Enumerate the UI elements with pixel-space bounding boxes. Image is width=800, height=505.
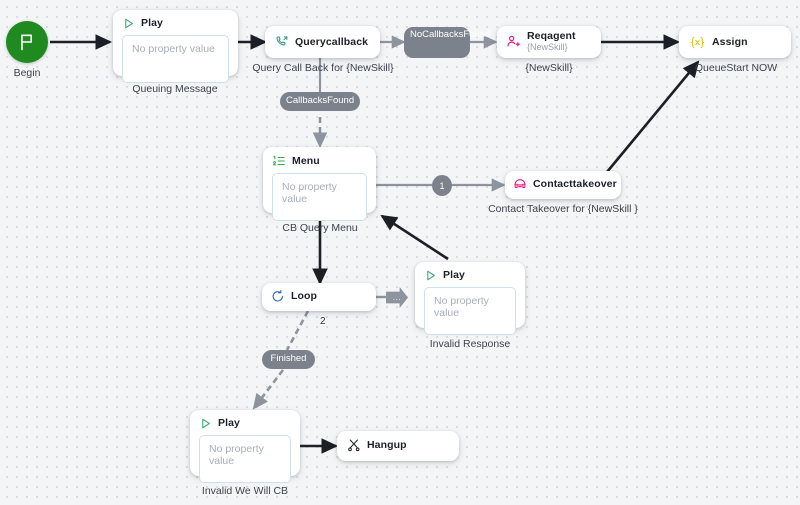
node-header: Reqagent {NewSkill} [497, 26, 601, 56]
node-title: Assign [712, 36, 748, 49]
node-header: Hangup [337, 431, 459, 459]
node-header: Querycallback [265, 26, 380, 58]
property-field[interactable]: No property value [122, 35, 229, 83]
node-reqagent[interactable]: Reqagent {NewSkill} [497, 26, 601, 58]
node-title: Querycallback [295, 35, 369, 48]
property-placeholder: No property value [282, 181, 337, 205]
node-title: Play [141, 17, 163, 30]
edge-loop-to-finished [285, 310, 310, 351]
node-hangup[interactable]: Hangup [337, 431, 459, 461]
node-title: Contacttakeover [533, 177, 617, 190]
play-icon [122, 17, 135, 30]
node-subtitle: {NewSkill} [527, 42, 568, 53]
property-field[interactable]: No property value [272, 173, 367, 221]
badge-loop-more[interactable]: ... [386, 287, 408, 308]
numbered-list-icon [272, 154, 286, 168]
headset-icon [513, 177, 527, 191]
caption-contacttakeover: Contact Takeover for {NewSkill } [488, 203, 638, 215]
property-placeholder: No property value [434, 295, 489, 319]
property-placeholder: No property value [209, 443, 264, 467]
node-contacttakeover[interactable]: Contacttakeover [505, 171, 621, 199]
caption-invalid-we-will-cb: Invalid We Will CB [201, 485, 289, 497]
caption-cb-query-menu: CB Query Menu [282, 222, 358, 234]
hangup-scissors-icon [347, 438, 361, 452]
node-title: Play [218, 417, 240, 430]
play-icon [424, 269, 437, 282]
node-header: Play [190, 410, 300, 435]
caption-queuing-message: Queuing Message [132, 83, 218, 95]
node-header: Play [415, 262, 525, 287]
person-plus-icon [506, 34, 521, 49]
edge-contacttakeover-to-assign [605, 60, 700, 173]
caption-begin: Begin [13, 67, 41, 79]
edge-invalid-response-to-menu [380, 214, 449, 261]
braces-x-icon [689, 35, 706, 50]
property-placeholder: No property value [132, 43, 215, 55]
badge-no-callbacks-found[interactable]: NoCallbacksFound [404, 27, 490, 58]
loop-arrow-icon [271, 289, 285, 303]
node-header: Loop [262, 283, 376, 309]
badge-finished[interactable]: Finished [262, 350, 315, 369]
node-invalid-response[interactable]: Play No property value [415, 262, 525, 335]
node-header: Contacttakeover [505, 171, 621, 197]
node-header: Play [113, 10, 238, 35]
edge-label-loop-count: 2 [320, 316, 326, 327]
node-header: Assign [679, 26, 791, 59]
node-invalid-we-will-cb[interactable]: Play No property value [190, 410, 300, 483]
property-field[interactable]: No property value [199, 435, 291, 483]
caption-assign: QueueStart NOW [694, 62, 778, 74]
caption-reqagent: {NewSkill} [525, 62, 573, 74]
node-assign[interactable]: Assign [679, 26, 791, 58]
property-field[interactable]: No property value [424, 287, 516, 335]
badge-callbacks-found[interactable]: CallbacksFound [280, 92, 360, 111]
caption-invalid-response: Invalid Response [429, 338, 511, 350]
badge-menu-option-one[interactable]: 1 [432, 175, 452, 196]
node-header: Menu [263, 147, 376, 173]
node-begin[interactable] [6, 21, 48, 63]
caption-querycallback: Query Call Back for {NewSkill} [252, 62, 394, 74]
node-title: Menu [292, 154, 320, 167]
node-title: Reqagent [527, 30, 576, 42]
edge-finished-to-invalid-cb [252, 369, 285, 410]
node-cb-query-menu[interactable]: Menu No property value [263, 147, 376, 221]
node-title: Loop [291, 289, 318, 302]
flag-icon [17, 32, 37, 52]
node-queuing-message[interactable]: Play No property value [113, 10, 238, 83]
node-loop[interactable]: Loop [262, 283, 376, 311]
node-title: Play [443, 269, 465, 282]
node-title: Hangup [367, 438, 407, 451]
play-icon [199, 417, 212, 430]
node-querycallback[interactable]: Querycallback [265, 26, 380, 58]
phone-callback-icon [275, 35, 289, 49]
